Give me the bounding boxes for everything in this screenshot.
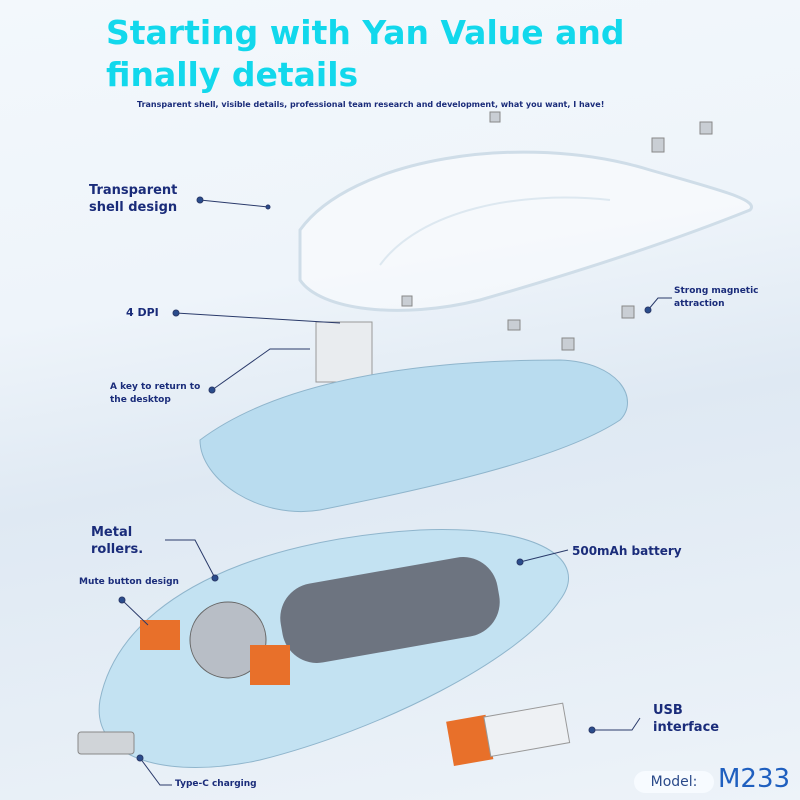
model-value: M233	[718, 764, 791, 794]
label-mute: Mute button design	[79, 577, 179, 587]
magnets	[401, 111, 713, 351]
mute-button	[140, 620, 180, 650]
dpi-buttons	[315, 321, 373, 383]
label-key: A key to return to the desktop	[110, 382, 201, 405]
label-battery: 500mAh battery	[572, 544, 682, 558]
label-magnetic: Strong magnetic attraction	[674, 286, 759, 309]
battery	[280, 557, 500, 663]
label-usb: USB interface	[653, 703, 720, 735]
metal-roller	[189, 601, 267, 679]
usb-receiver	[446, 702, 571, 767]
type-c-connector	[77, 731, 135, 755]
inner-frame	[199, 359, 628, 512]
label-typec: Type-C charging	[175, 779, 257, 789]
page-title: Starting with Yan Value and finally deta…	[106, 13, 625, 94]
model-label: Model:	[634, 771, 714, 793]
subtitle: Transparent shell, visible details, prof…	[137, 100, 605, 109]
transparent-shell	[298, 150, 753, 312]
label-rollers: Metal rollers.	[91, 525, 144, 557]
label-shell: Transparent shell design	[89, 183, 178, 215]
label-dpi: 4 DPI	[126, 306, 159, 319]
